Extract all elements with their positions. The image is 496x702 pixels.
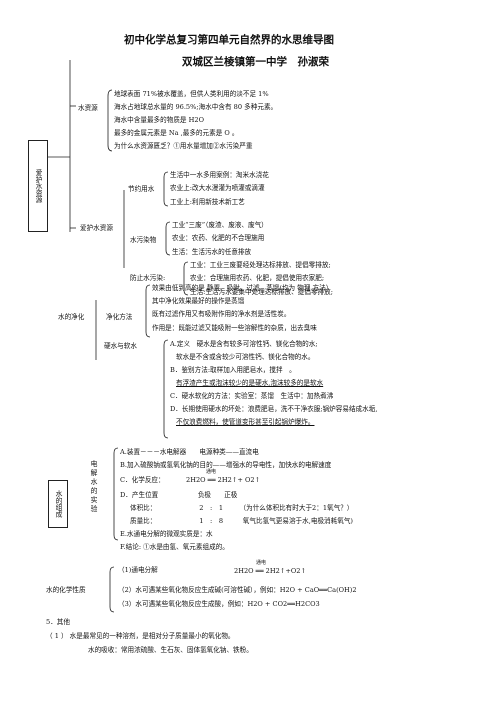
pollution-line-3: 生活：生活污水的任意排放: [172, 248, 252, 256]
hard-soft-label: 硬水与软水: [104, 342, 137, 350]
chem-line-3: （3）水可遇某些氧化物反应生成酸，例如：H2O + CO2══H2CO3: [118, 600, 320, 608]
electrolysis-label: 电解水的实验: [90, 460, 98, 513]
pollution-label: 水污染物: [130, 236, 157, 244]
hard-line-4: 有浮渣产生或泡沫较少的是硬水,泡沫较多的是软水: [176, 379, 324, 387]
page-title: 初中化学总复习第四单元自然界的水思维导图: [124, 34, 334, 46]
wr-line-2: 海水占地球总水量的 96.5%;海水中含有 80 多种元素。: [114, 103, 278, 111]
prevent-line-3: 生活:生活污水要集中处理达标排放、提倡零排放;: [190, 288, 333, 296]
save-water-label: 节约用水: [128, 185, 155, 193]
chem-line-1-label: （1)通电分解: [118, 566, 158, 574]
exp-line-c-label: C．化学反应：: [120, 476, 165, 484]
exp-line-mass: 质量比： 1 : 8 氧气比氢气更易溶于水,电极消耗氧气): [130, 517, 353, 525]
other-heading: 5．其他: [46, 618, 70, 626]
exp-equation-1: 2H2O ══ 2H2↑+ O2↑: [186, 476, 261, 484]
exp-line-volume: 体积比： 2 : 1 （为什么体积比有时大于2：1氧气？）: [130, 504, 354, 512]
save-line-2: 农业上:改大水漫灌为喷灌或滴灌: [170, 184, 265, 192]
prevent-line-2: 农业：合理施用农药、化肥，提倡使用农家肥;: [190, 274, 325, 282]
other-line-1: （ 1 ） 水是最常见的一种溶剂，是相对分子质量最小的氧化物。: [46, 632, 235, 640]
method-line-1: 效果由低到高的是 静置、吸附、过滤、蒸馏(均为 物理 方法）: [152, 284, 333, 292]
hard-line-3: B．鉴别方法:取样加入用肥皂水，搅拌 。: [170, 366, 296, 374]
chem-line-2: （2）水可遇某些氧化物反应生成碱(可溶性碱），例如：H2O + CaO══Ca(…: [118, 586, 357, 594]
root-node: 爱护水资源: [28, 140, 48, 232]
exp-line-f: F.结论: ①水是由氢、氧元素组成的。: [120, 543, 229, 551]
wr-line-3: 海水中含量最多的物质是 H2O: [114, 116, 204, 124]
root-label: 爱护水资源: [34, 169, 42, 203]
method-line-4: 作用是：既能过滤又能吸附一些溶解性的杂质，出去臭味: [152, 324, 317, 332]
hard-line-1: A.定义 硬水是含有较多可溶性钙、镁化合物的水;: [170, 340, 318, 348]
method-label: 净化方法: [106, 313, 133, 321]
method-line-3: 既有过滤作用又有吸附作用的净水剂是活性炭。: [152, 310, 291, 318]
exp-line-e: E.水通电分解的微观实质是：水: [120, 530, 213, 538]
hard-line-6: D．长期使用硬水的坏处：浪费肥皂，洗不干净衣服;锅炉容易结成水垢,: [170, 405, 378, 413]
purification-label: 水的净化: [58, 313, 85, 321]
page-subtitle: 双城区兰棱镇第一中学 孙淑荣: [182, 56, 329, 68]
prevent-label: 防止水污染:: [130, 274, 166, 282]
exp-line-d: D．产生位置 负极 正极: [120, 491, 238, 499]
prevent-line-1: 工业：工业三废要经处理达标排放、提倡零排放;: [190, 261, 331, 269]
save-line-1: 生活中一水多用案例：淘米水浇花: [170, 171, 269, 179]
hard-line-2: 软水是不含或含较少可溶性钙、镁化合物的水。: [176, 353, 315, 361]
chem-cond-1: 通电: [256, 560, 267, 566]
pollution-line-2: 农业：农药、化肥的不合理施用: [172, 234, 265, 242]
exp-line-b: B.加入硫酸钠或氢氧化钠的目的——增强水的导电性，加快水的电解速度: [120, 461, 332, 469]
hard-line-5: C．硬水软化的方法：实验室：蒸馏 生活中：加热煮沸: [170, 392, 334, 400]
other-line-2: 水的吸收：常用浓硫酸、生石灰、固体氢氧化钠、铁粉。: [88, 646, 253, 654]
hard-line-7: 不仅浪费燃料，使管道变形甚至引起锅炉爆炸。: [176, 418, 315, 426]
save-line-3: 工业上:利用新技术新工艺: [170, 198, 245, 206]
chem-equation-1: 2H2O ══ 2H2↑+O2↑: [234, 567, 306, 575]
protect-label: 爱护水资源: [80, 224, 113, 232]
wr-line-1: 地球表面 71%被水覆盖，但供人类利用的淡不足 1%: [114, 90, 269, 98]
wr-line-4: 最多的金属元素是 Na ,最多的元素是 O 。: [114, 129, 239, 137]
exp-line-a: A.装置－－－水电解器 电源种类——直流电: [120, 448, 259, 456]
composition-label: 水的组成: [54, 490, 62, 518]
water-resources-label: 水资源: [78, 104, 98, 112]
composition-node: 水的组成: [48, 480, 68, 528]
method-line-2: 其中净化效果最好的操作是蒸馏: [152, 297, 245, 305]
exp-cond-1: 通电: [206, 469, 217, 475]
chemical-label: 水的化学性质: [46, 586, 86, 594]
wr-line-5: 为什么水资源匮乏？①用水量增加②水污染严重: [114, 142, 253, 150]
pollution-line-1: 工业“三废”（废渣、废液、废气）: [172, 221, 268, 229]
